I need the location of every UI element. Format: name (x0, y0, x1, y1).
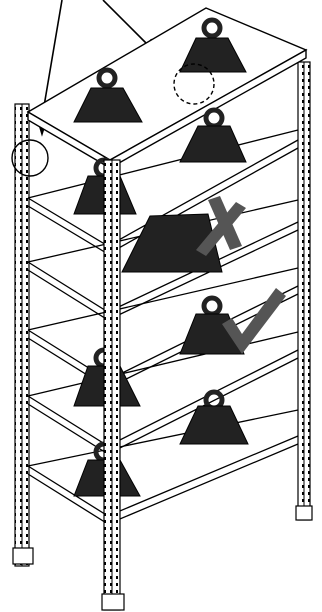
shelf-6 (28, 436, 298, 516)
shelf-top (28, 8, 306, 168)
upright-front-left-base (13, 548, 33, 564)
upright-back-left (15, 104, 29, 566)
shelf-6-edge (28, 444, 298, 524)
upright-back-right (298, 62, 310, 520)
arrow-line-right (103, 0, 149, 46)
shelf-5-edge (28, 358, 298, 454)
upright-back-right-base (296, 506, 312, 520)
